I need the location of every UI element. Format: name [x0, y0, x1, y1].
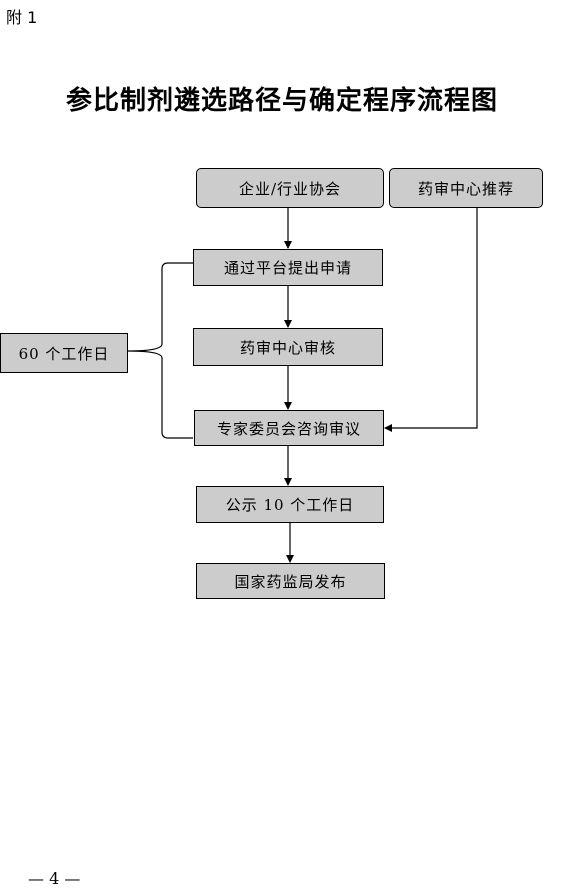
node-platform-apply: 通过平台提出申请 — [193, 249, 383, 286]
node-cde-review: 药审中心审核 — [193, 328, 383, 366]
node-expert-review: 专家委员会咨询审议 — [194, 410, 384, 446]
working-days-brace — [127, 262, 193, 439]
arrow-recommend-to-expert — [384, 208, 478, 432]
node-nmpa-release-label: 国家药监局发布 — [234, 572, 347, 591]
node-cde-review-label: 药审中心审核 — [239, 338, 336, 357]
appendix-label: 附 1 — [6, 8, 38, 27]
node-cde-recommend: 药审中心推荐 — [389, 168, 543, 208]
node-expert-review-label: 专家委员会咨询审议 — [216, 419, 361, 438]
node-working-days-label: 60 个工作日 — [18, 344, 110, 363]
flowchart-title: 参比制剂遴选路径与确定程序流程图 — [65, 86, 498, 116]
node-nmpa-release: 国家药监局发布 — [196, 563, 385, 599]
node-cde-recommend-label: 药审中心推荐 — [417, 179, 514, 198]
node-working-days: 60 个工作日 — [0, 333, 128, 373]
page-number: — 4 — — [28, 869, 81, 888]
node-publicity-label: 公示 10 个工作日 — [225, 496, 355, 514]
node-enterprise-label: 企业/行业协会 — [238, 179, 342, 198]
node-platform-apply-label: 通过平台提出申请 — [223, 259, 352, 277]
node-enterprise: 企业/行业协会 — [196, 168, 384, 208]
node-publicity: 公示 10 个工作日 — [196, 486, 384, 523]
